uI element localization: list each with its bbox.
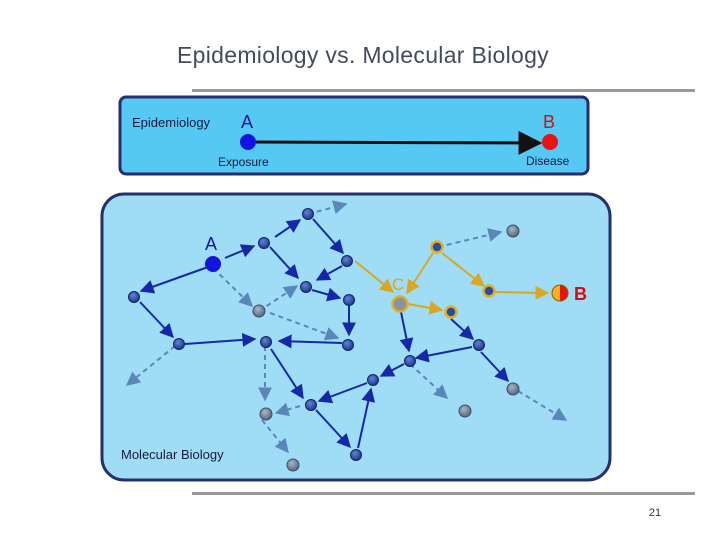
network-node xyxy=(341,255,353,267)
epidemiology-box xyxy=(118,95,590,176)
epi-node-b-label: B xyxy=(543,112,555,132)
blue-edge xyxy=(414,346,473,363)
dashed-edge xyxy=(261,419,289,454)
blue-edge xyxy=(139,301,174,339)
network-node xyxy=(473,339,485,351)
blue-edge xyxy=(311,287,342,302)
yellow-edge xyxy=(441,252,486,287)
exposure-node xyxy=(240,134,256,150)
dashed-edge xyxy=(258,285,299,312)
blue-edge xyxy=(269,246,299,280)
network-node xyxy=(300,281,312,293)
disease-node xyxy=(542,134,558,150)
blue-edge xyxy=(480,351,509,383)
yellow-edge xyxy=(354,260,395,293)
blue-edge xyxy=(317,382,368,404)
blue-edge xyxy=(184,332,257,347)
pathway-nodes xyxy=(391,240,496,319)
network-nodes xyxy=(128,208,485,461)
network-node xyxy=(173,338,185,350)
network-node xyxy=(302,208,314,220)
network-node xyxy=(305,399,317,411)
network-node xyxy=(342,339,354,351)
dashed-edge xyxy=(125,345,176,386)
dashed-edge xyxy=(437,228,503,248)
dashed-edge xyxy=(274,402,301,417)
grey-node xyxy=(259,407,273,421)
yellow-edge xyxy=(494,285,550,300)
blue-edge xyxy=(139,266,209,294)
dashed-edge xyxy=(517,390,568,421)
blue-edge xyxy=(357,387,376,449)
bottom-divider xyxy=(192,492,695,495)
mol-node-b-label: B xyxy=(574,284,587,304)
blue-edge xyxy=(379,363,405,377)
molecular-biology-panel: A C B Molecular Biology xyxy=(100,192,612,482)
yellow-edge xyxy=(406,252,434,295)
blue-edge xyxy=(315,265,343,281)
network-node xyxy=(350,449,362,461)
blue-edge xyxy=(274,219,302,238)
mol-node-c-label: C xyxy=(392,275,404,294)
pathway-node xyxy=(444,305,458,319)
network-node xyxy=(128,291,140,303)
yellow-edge xyxy=(407,300,444,315)
yellow-pathway-edges xyxy=(354,252,550,315)
blue-edge xyxy=(399,311,414,353)
epidemiology-label: Epidemiology xyxy=(132,115,211,130)
pathway-node xyxy=(430,240,444,254)
blue-edge xyxy=(312,218,344,255)
blue-edge xyxy=(277,334,343,349)
network-node xyxy=(367,374,379,386)
dashed-edges xyxy=(125,200,568,454)
grey-node xyxy=(286,458,300,472)
molecular-box xyxy=(100,192,612,482)
network-node xyxy=(404,355,416,367)
disease-label: Disease xyxy=(526,154,570,168)
blue-edge xyxy=(315,409,351,449)
network-node xyxy=(258,237,270,249)
epidemiology-panel: Epidemiology A B Exposure Disease xyxy=(118,95,590,176)
dashed-edge xyxy=(307,200,348,215)
disease-node-outline xyxy=(551,284,569,302)
pathway-node xyxy=(482,284,496,298)
solid-edges xyxy=(139,218,509,449)
node-c xyxy=(391,295,409,313)
blue-edge xyxy=(224,244,256,259)
blue-edge xyxy=(450,318,475,340)
blue-edge xyxy=(270,348,304,400)
epi-node-a-label: A xyxy=(241,112,253,132)
network-exposure-node xyxy=(205,256,221,272)
exposure-disease-arrow xyxy=(255,130,543,155)
grey-node xyxy=(252,304,266,318)
network-node xyxy=(343,294,355,306)
dashed-edge xyxy=(212,267,254,307)
grey-node xyxy=(506,224,520,238)
network-disease-node xyxy=(551,284,569,302)
grey-node xyxy=(458,404,472,418)
disease-node-half xyxy=(552,285,560,301)
exposure-label: Exposure xyxy=(218,155,269,169)
slide-title: Epidemiology vs. Molecular Biology xyxy=(177,42,549,68)
grey-nodes xyxy=(252,224,520,472)
dashed-edge xyxy=(269,312,340,341)
network-node xyxy=(260,336,272,348)
molecular-biology-label: Molecular Biology xyxy=(121,447,224,462)
page-number: 21 xyxy=(648,507,662,519)
top-divider xyxy=(192,89,695,92)
mol-node-a-label: A xyxy=(205,234,217,254)
grey-node xyxy=(506,382,520,396)
